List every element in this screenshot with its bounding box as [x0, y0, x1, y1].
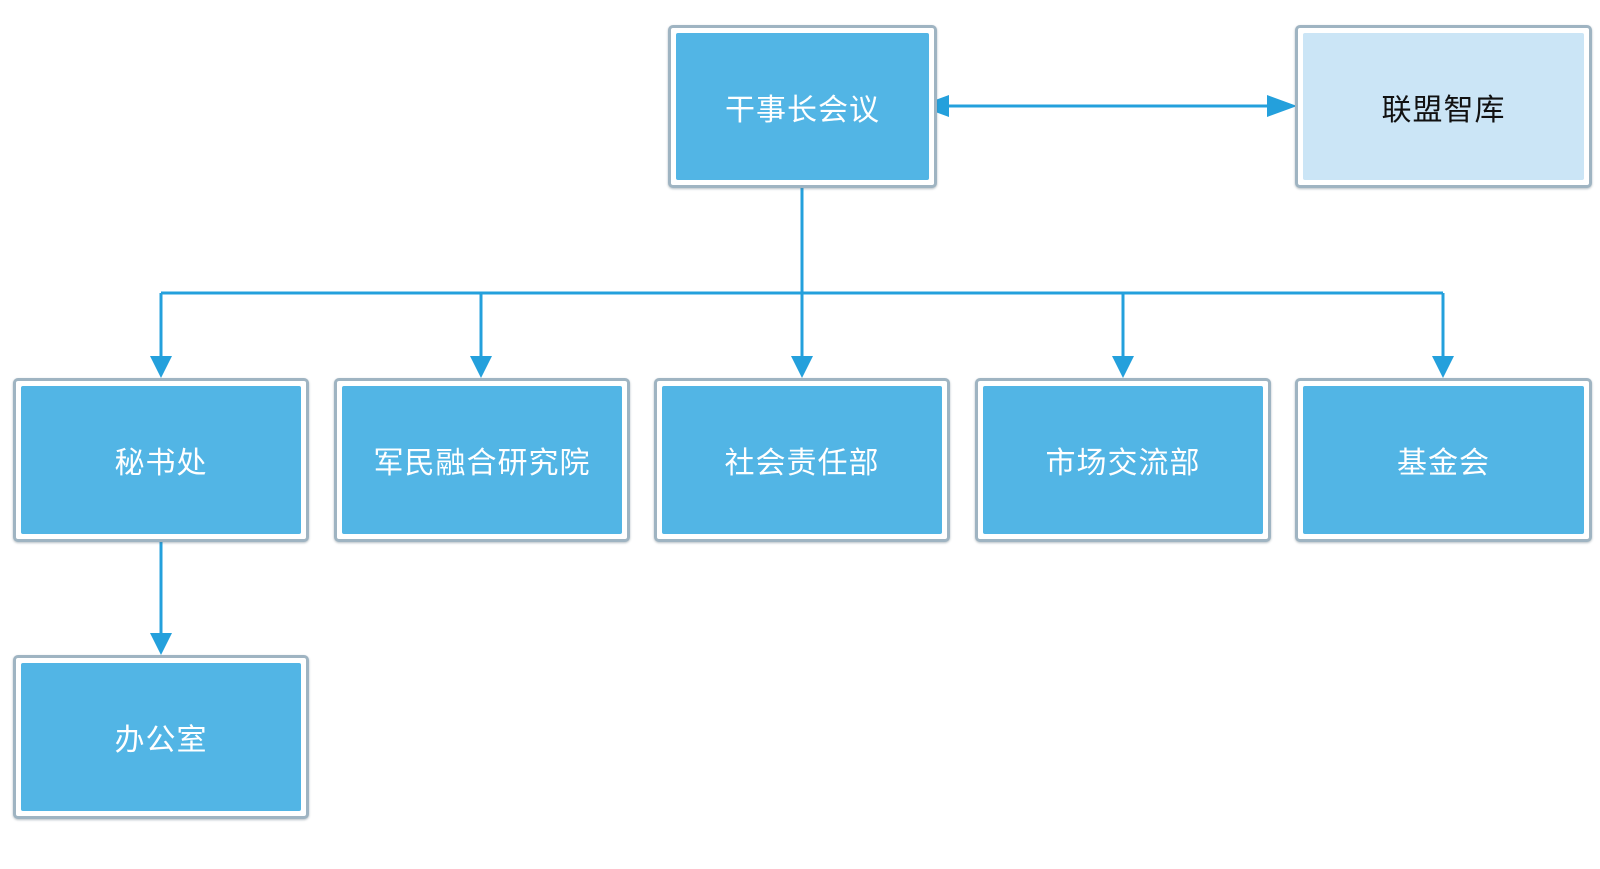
node-secretariat-body: 秘书处 — [21, 386, 301, 534]
arrowhead-secretariat — [150, 356, 172, 378]
node-foundation: 基金会 — [1295, 378, 1592, 542]
node-office-body: 办公室 — [21, 663, 301, 811]
node-think-tank-body: 联盟智库 — [1303, 33, 1584, 180]
node-council-body: 干事长会议 — [676, 33, 929, 180]
node-secretariat: 秘书处 — [13, 378, 309, 542]
node-think-tank: 联盟智库 — [1295, 25, 1592, 188]
node-research-institute-body: 军民融合研究院 — [342, 386, 622, 534]
arrowhead-foundation — [1432, 356, 1454, 378]
node-social-responsibility-body: 社会责任部 — [662, 386, 942, 534]
node-foundation-label: 基金会 — [1397, 446, 1490, 481]
arrowhead-market-exchange — [1112, 356, 1134, 378]
node-market-exchange: 市场交流部 — [975, 378, 1271, 542]
node-council-label: 干事长会议 — [725, 92, 880, 128]
node-secretariat-label: 秘书处 — [114, 446, 208, 481]
node-foundation-body: 基金会 — [1303, 386, 1584, 534]
arrowhead-research-institute — [470, 356, 492, 378]
node-office: 办公室 — [13, 655, 309, 819]
node-market-exchange-body: 市场交流部 — [983, 386, 1263, 534]
node-research-institute: 军民融合研究院 — [334, 378, 630, 542]
node-council: 干事长会议 — [668, 25, 937, 188]
arrowhead-office — [150, 633, 172, 655]
node-social-responsibility: 社会责任部 — [654, 378, 950, 542]
node-market-exchange-label: 市场交流部 — [1045, 446, 1201, 481]
arrowhead-social-responsibility — [791, 356, 813, 378]
node-think-tank-label: 联盟智库 — [1381, 92, 1506, 128]
node-research-institute-label: 军民融合研究院 — [373, 446, 591, 481]
arrowhead-right-thinktank — [1267, 95, 1297, 117]
node-office-label: 办公室 — [114, 723, 208, 758]
node-social-responsibility-label: 社会责任部 — [724, 446, 880, 481]
